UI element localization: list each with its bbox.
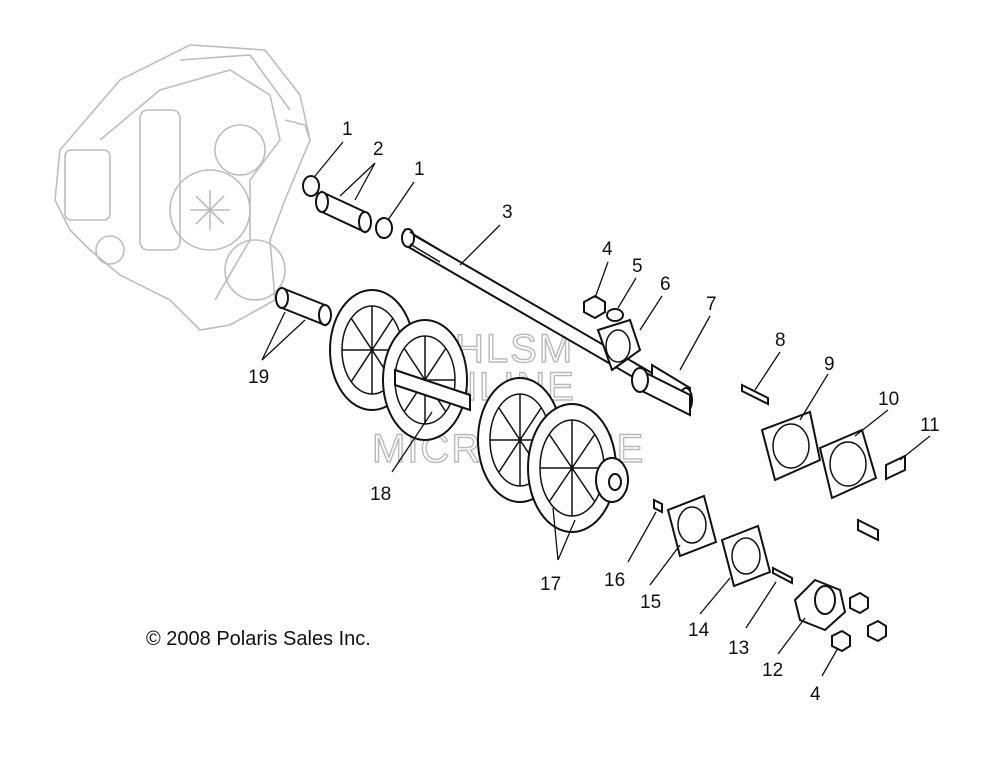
callout-2: 2 [373, 139, 384, 160]
callout-4a: 4 [602, 239, 613, 260]
callout-7: 7 [706, 294, 717, 315]
callout-1b: 1 [414, 159, 425, 180]
seal-housing [793, 578, 847, 632]
callout-4b: 4 [810, 684, 821, 705]
bearing-plate [818, 428, 878, 500]
callout-12: 12 [762, 660, 783, 681]
nut-upper [583, 294, 606, 320]
gasket-upper [596, 318, 642, 372]
key [741, 383, 769, 406]
shaft-end [631, 367, 691, 417]
drive-sprocket-right [477, 377, 629, 533]
callout-18: 18 [370, 484, 391, 505]
callout-15: 15 [640, 592, 661, 613]
callout-1a: 1 [342, 119, 353, 140]
callout-5: 5 [632, 256, 643, 277]
callout-3: 3 [502, 202, 513, 223]
gasket-14 [720, 524, 772, 588]
callout-labels: 1 2 1 3 4 5 6 7 8 9 10 11 19 18 17 16 15… [248, 119, 940, 705]
o-ring-upper [302, 175, 320, 197]
washer [606, 308, 624, 322]
gasket-9 [760, 410, 822, 482]
callout-17: 17 [540, 574, 561, 595]
callout-19: 19 [248, 367, 269, 388]
o-ring-lower [375, 217, 393, 239]
callout-11: 11 [920, 415, 940, 436]
callout-9: 9 [824, 354, 835, 375]
watermark-line-1: HLSM [455, 327, 574, 371]
gasket-15 [666, 494, 718, 558]
copyright-text: © 2008 Polaris Sales Inc. [146, 628, 371, 650]
gearcase-housing-ghost [54, 44, 311, 331]
nut-lower [831, 591, 887, 653]
callout-10: 10 [878, 389, 899, 410]
callout-13: 13 [728, 638, 749, 659]
dowel [772, 566, 793, 585]
bolt [857, 454, 906, 542]
leader-lines [261, 141, 931, 677]
callout-6: 6 [660, 274, 671, 295]
callout-14: 14 [688, 620, 710, 641]
pin [653, 498, 663, 514]
drive-sprocket-left [329, 289, 471, 441]
callout-16: 16 [604, 570, 625, 591]
needle-bearing-lower [275, 286, 332, 327]
needle-bearing-upper [315, 190, 372, 234]
callout-8: 8 [775, 330, 786, 351]
